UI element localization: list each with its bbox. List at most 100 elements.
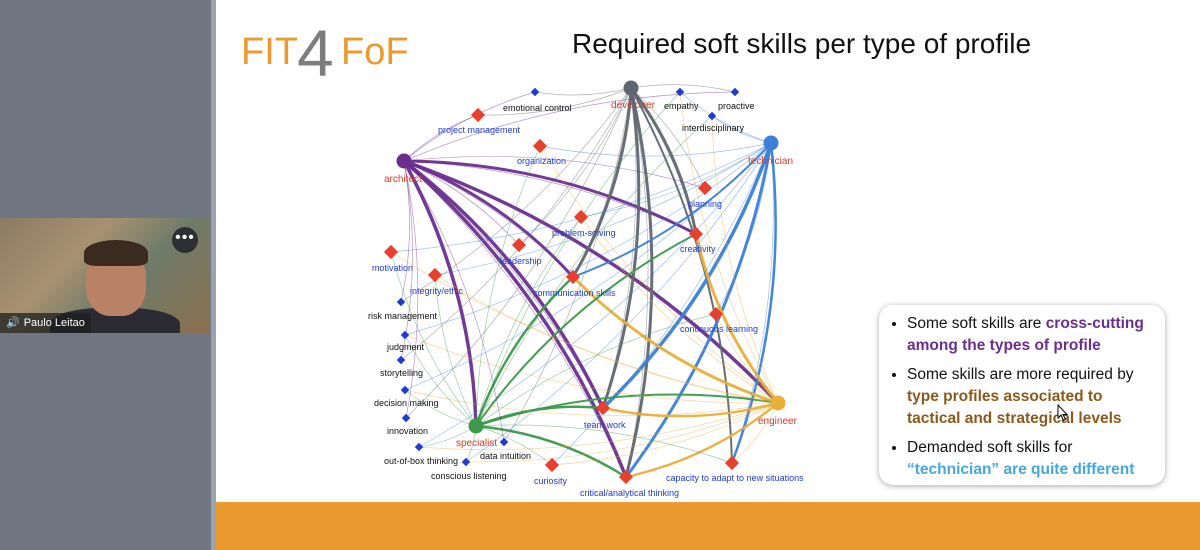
edge-thin-5 (602, 87, 637, 409)
edge-thin-27 (403, 156, 706, 189)
edge-thin-8 (630, 84, 736, 93)
node-planning (697, 180, 713, 196)
label-curiosity: curiosity (534, 476, 568, 486)
edge-thin-57 (475, 425, 553, 466)
hub-label-specialist: specialist (456, 438, 497, 449)
edge-heavy-18 (625, 402, 779, 479)
callout-box: Some soft skills are cross-cutting among… (879, 305, 1165, 485)
mouse-cursor-icon (1057, 404, 1069, 422)
edge-thin-40 (580, 216, 779, 404)
label-innovation: innovation (387, 426, 428, 436)
label-empathy: empathy (664, 101, 699, 111)
edge-thin-60 (475, 115, 713, 427)
edge-thin-19 (731, 142, 774, 464)
label-integrity-ethic: integrity/ethic (410, 286, 464, 296)
edge-thin-43 (715, 313, 779, 404)
node-judgment (400, 330, 410, 340)
node-problem-solving (573, 209, 589, 225)
edge-heavy-23 (475, 393, 779, 427)
edge-thin-56 (475, 313, 717, 427)
edge-thin-4 (572, 87, 632, 278)
callout-bullet-2: Some skills are more required by type pr… (907, 364, 1155, 430)
edge-thin-50 (418, 402, 779, 451)
more-options-button[interactable]: ••• (172, 227, 198, 253)
callout-bullet-1: Some soft skills are cross-cutting among… (907, 313, 1155, 357)
skills-network-graph: project managementorganizationplanningpr… (368, 80, 804, 498)
edge-thin-33 (403, 91, 536, 162)
more-icon: ••• (175, 229, 195, 246)
logo-digit: 4 (297, 22, 334, 82)
edge-thin-24 (418, 142, 772, 448)
edge-thin-54 (390, 251, 477, 427)
edge-thin-53 (475, 216, 582, 427)
edge-thin-10 (400, 87, 632, 361)
hub-engineer (770, 395, 786, 411)
node-creativity (688, 226, 704, 242)
label-problem-solving: problem-solving (552, 228, 616, 238)
label-capacity-to-adapt-to-new-situations: capacity to adapt to new situations (666, 473, 804, 483)
presentation-slide: 4 FIT FoF Required soft skills per type … (216, 0, 1200, 550)
label-data-intuition: data intuition (480, 451, 531, 461)
node-motivation (383, 244, 399, 260)
edge-heavy-12 (624, 142, 773, 478)
edge-thin-25 (465, 142, 772, 463)
edge-thin-61 (404, 334, 477, 427)
edge-thin-34 (403, 91, 736, 162)
edge-heavy-6 (571, 87, 633, 278)
hub-label-architect: architect (384, 174, 422, 185)
edge-thin-26 (403, 114, 479, 162)
label-emotional-control: emotional control (503, 103, 572, 113)
label-communication-skills: communication skills (533, 288, 616, 298)
edge-thin-7 (534, 87, 632, 96)
participant-hair (84, 240, 148, 266)
label-motivation: motivation (372, 263, 413, 273)
label-judgment: judgment (386, 342, 425, 352)
node-out-of-box-thinking (414, 442, 424, 452)
edge-thin-46 (679, 91, 779, 404)
edge-thin-48 (404, 334, 779, 404)
label-continuous-learning: continuous learning (680, 324, 758, 334)
hub-label-technician: technician (748, 156, 793, 167)
edge-thin-37 (403, 160, 419, 419)
edge-heavy-15 (571, 275, 779, 405)
label-creativity: creativity (680, 244, 716, 254)
edge-heavy-22 (475, 424, 627, 479)
edge-thin-49 (404, 389, 779, 417)
node-capacity-to-adapt-to-new-situations (724, 455, 740, 471)
label-interdisciplinary: interdisciplinary (682, 123, 745, 133)
edge-thin-36 (400, 160, 413, 361)
edge-thin-23 (404, 142, 772, 391)
edge-thin-20 (679, 91, 772, 144)
edge-thin-16 (434, 142, 772, 276)
edge-thin-52 (475, 145, 541, 427)
node-curiosity (544, 457, 560, 473)
logo-left: FIT (241, 31, 298, 73)
edge-thin-38 (403, 160, 505, 443)
edge-thin-17 (715, 142, 772, 315)
edge-heavy-8 (624, 87, 654, 478)
label-team-work: team work (584, 420, 626, 430)
participant-name-tag: 🔊 Paulo Leitao (0, 313, 91, 333)
edge-thin-14 (580, 142, 772, 218)
node-critical-analytical-thinking (618, 469, 634, 485)
hub-label-developer: developer (611, 100, 656, 111)
edge-thin-58 (475, 424, 733, 464)
label-project-management: project management (438, 125, 521, 135)
edge-thin-44 (551, 402, 779, 466)
node-integrity-ethic (427, 267, 443, 283)
edge-heavy-4 (403, 159, 780, 405)
edge-heavy-3 (403, 159, 697, 236)
panel-splitter[interactable] (211, 0, 216, 550)
label-leadership: leadership (500, 256, 542, 266)
node-communication-skills (565, 269, 581, 285)
edge-thin-39 (539, 145, 779, 404)
label-proactive: proactive (718, 101, 755, 111)
node-conscious-listening (461, 457, 471, 467)
edge-heavy-11 (601, 142, 773, 410)
node-innovation (401, 413, 411, 423)
edge-thin-59 (475, 91, 681, 427)
node-data-intuition (499, 437, 509, 447)
hub-specialist (468, 418, 484, 434)
slide-title: Required soft skills per type of profile (572, 28, 1032, 59)
edge-thin-32 (403, 160, 627, 478)
